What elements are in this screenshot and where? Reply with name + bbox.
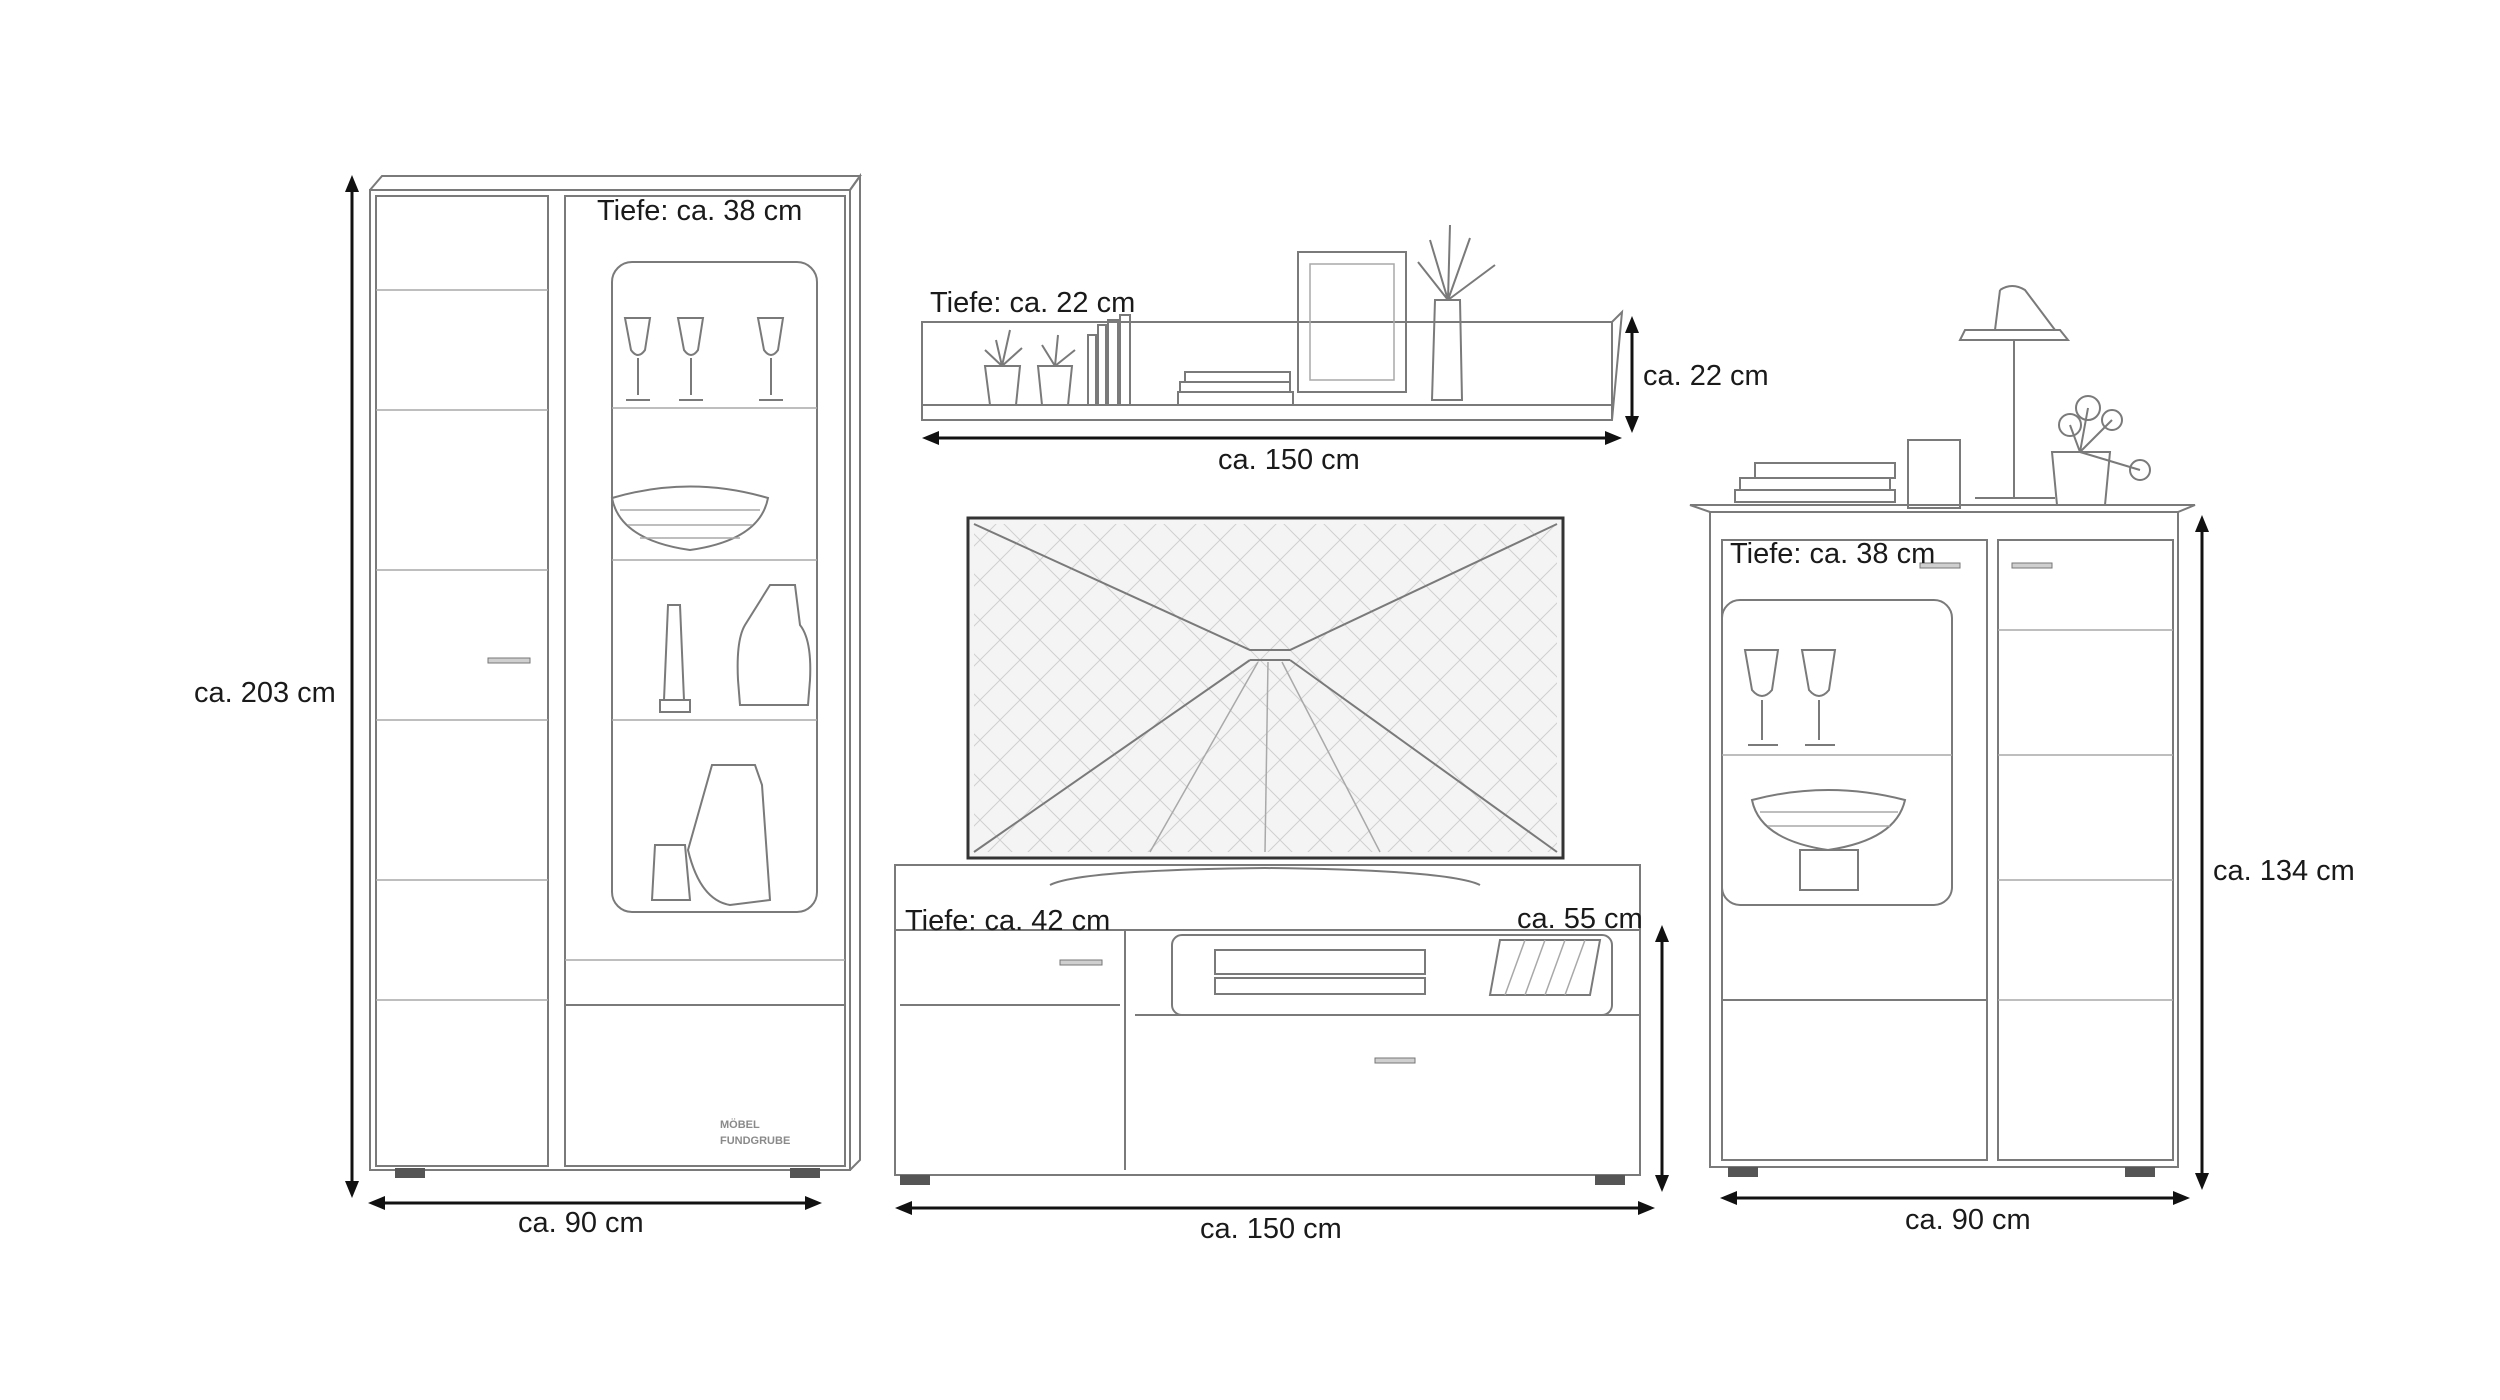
- wine-glass-icon: [623, 317, 785, 401]
- watermark-line1: MÖBEL: [720, 1118, 760, 1131]
- highboard-depth-label: Tiefe: ca. 38 cm: [1730, 538, 1935, 570]
- tv-board-height-arrow: [1655, 925, 1669, 1192]
- highboard-handle-left: [1919, 562, 1961, 569]
- watermark-line2: FUNDGRUBE: [720, 1135, 790, 1147]
- wall-shelf-height-label: ca. 22 cm: [1643, 360, 1769, 392]
- tall-cabinet: MÖBEL FUNDGRUBE: [369, 172, 862, 1178]
- wall-shelf-width-arrow: [922, 431, 1622, 445]
- highboard-width-label: ca. 90 cm: [1905, 1204, 2031, 1236]
- wall-shelf-width-label: ca. 150 cm: [1218, 444, 1360, 476]
- wine-glass-icon: [1743, 649, 1837, 746]
- wire-basket-icon: [1750, 789, 1907, 891]
- flower-vase-icon: [1417, 224, 1496, 401]
- highboard-width-arrow: [1720, 1191, 2190, 1205]
- tv-board-handle: [1059, 959, 1103, 966]
- tv-board-depth-label: Tiefe: ca. 42 cm: [905, 905, 1110, 937]
- picture-frame-icon: [1297, 251, 1407, 393]
- highboard-decor: [1734, 285, 2151, 509]
- av-receiver-icon: [1214, 949, 1426, 975]
- tall-cabinet-left-door: [375, 195, 549, 1167]
- tv-board-width-label: ca. 150 cm: [1200, 1213, 1342, 1245]
- highboard: [1689, 285, 2196, 1177]
- tall-cabinet-handle: [487, 657, 531, 664]
- tall-cabinet-depth-label: Tiefe: ca. 38 cm: [597, 195, 802, 227]
- highboard-handle: [2011, 562, 2053, 569]
- books-icon: [1087, 314, 1294, 406]
- ceramic-vase-icon: [650, 764, 772, 907]
- wire-basket-icon: [610, 485, 770, 552]
- vase-icon: [736, 584, 812, 706]
- tv-board: [894, 864, 1641, 1185]
- table-lamp-icon: [1958, 285, 2071, 499]
- tall-cabinet-glass-door: [564, 195, 846, 1167]
- tall-cabinet-width-arrow: [368, 1196, 822, 1210]
- television: [966, 516, 1565, 886]
- highboard-glass-window: [1721, 599, 1953, 906]
- highboard-height-arrow: [2195, 515, 2209, 1190]
- tall-cabinet-height-label: ca. 203 cm: [194, 677, 336, 709]
- tv-board-open-compartment: [1171, 934, 1613, 1016]
- highboard-height-label: ca. 134 cm: [2213, 855, 2355, 887]
- wall-shelf: [921, 224, 1624, 421]
- plant-pot-icon: [983, 329, 1076, 406]
- tall-cabinet-width-label: ca. 90 cm: [518, 1207, 644, 1239]
- storage-jar-icon: [1907, 439, 1961, 509]
- lantern-icon: [659, 604, 691, 713]
- wall-shelf-height-arrow: [1625, 316, 1639, 433]
- tv-board-width-arrow: [895, 1201, 1655, 1215]
- potted-plant-icon: [2050, 395, 2151, 506]
- tv-board-height-label: ca. 55 cm: [1517, 903, 1643, 935]
- tv-board-drawer-handle: [1374, 1057, 1416, 1064]
- wall-shelf-depth-label: Tiefe: ca. 22 cm: [930, 287, 1135, 319]
- dvd-player-icon: [1214, 977, 1426, 995]
- tall-cabinet-height-arrow: [345, 175, 359, 1198]
